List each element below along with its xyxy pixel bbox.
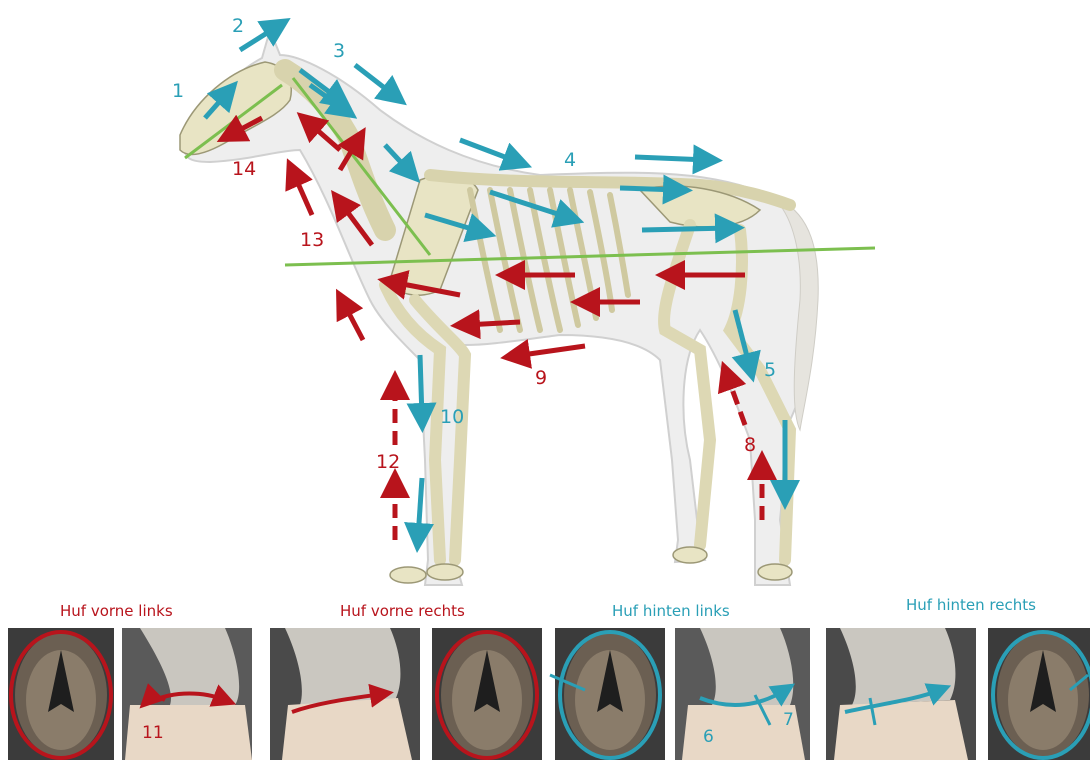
label-2: 2 <box>232 15 244 37</box>
label-11: 11 <box>142 723 164 743</box>
hoof-photo-hinten-links-side: 6 7 <box>675 628 810 760</box>
label-6: 6 <box>703 727 714 747</box>
label-12: 12 <box>376 451 400 473</box>
label-5: 5 <box>764 359 776 381</box>
hoof-photo-vorne-rechts-sole <box>432 628 542 760</box>
horse-skeleton <box>180 30 818 585</box>
label-8: 8 <box>744 434 756 456</box>
hoof-photo-vorne-links-sole <box>8 628 114 760</box>
hoof-photo-vorne-rechts-side <box>270 628 420 760</box>
label-14: 14 <box>232 158 256 180</box>
hoof-photo-vorne-links-side: 11 <box>122 628 252 760</box>
label-10: 10 <box>440 406 464 428</box>
caption-huf-hinten-rechts: Huf hinten rechts <box>906 596 1036 614</box>
label-9: 9 <box>535 367 547 389</box>
label-4: 4 <box>564 149 576 171</box>
label-1: 1 <box>172 80 184 102</box>
label-13: 13 <box>300 229 324 251</box>
hoof-captions: Huf vorne links Huf vorne rechts Huf hin… <box>60 596 1036 620</box>
label-7: 7 <box>783 710 794 730</box>
caption-huf-hinten-links: Huf hinten links <box>612 602 730 620</box>
hoof-photo-hinten-links-sole <box>550 628 665 760</box>
caption-huf-vorne-links: Huf vorne links <box>60 602 173 620</box>
hoof-photo-hinten-rechts-side <box>826 628 976 760</box>
caption-huf-vorne-rechts: Huf vorne rechts <box>340 602 465 620</box>
label-3: 3 <box>333 40 345 62</box>
hoof-photo-hinten-rechts-sole <box>988 628 1090 760</box>
horse-body-outline <box>185 30 816 585</box>
